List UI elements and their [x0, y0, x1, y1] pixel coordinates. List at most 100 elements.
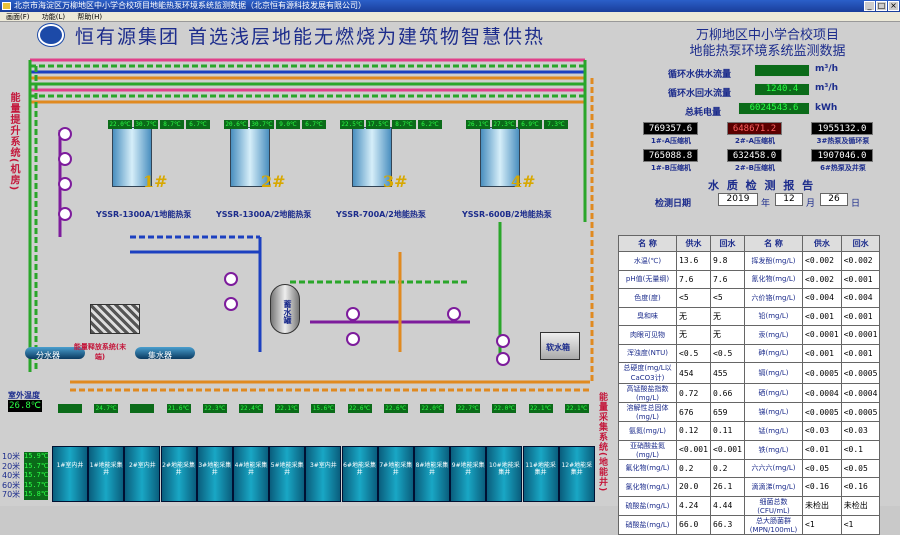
parameter-value: 7.6 — [710, 269, 745, 289]
heatpump-3-t4: 6.2℃ — [418, 120, 442, 129]
heatpump-4-name: YSSR-600B/2地能热泵 — [462, 210, 552, 219]
close-button[interactable]: × — [888, 1, 899, 11]
parameter-value: <0.5 — [710, 343, 745, 363]
menu-help[interactable]: 帮助(H) — [77, 13, 103, 21]
well-body — [233, 446, 269, 502]
parameter-name: 色度(度) — [618, 288, 677, 308]
water-collector-label: 集水器 — [148, 351, 172, 360]
water-collector — [135, 347, 195, 359]
parameter-value: 无 — [676, 306, 711, 326]
circulation-pump-1[interactable] — [58, 127, 72, 141]
parameter-value: <5 — [710, 288, 745, 308]
parameter-name: 氯化物(mg/L) — [618, 477, 677, 497]
parameter-value: 13.6 — [676, 251, 711, 271]
well-body — [486, 446, 523, 502]
parameter-name: 砷(mg/L) — [744, 343, 803, 363]
column-header: 供水 — [676, 235, 711, 252]
softwater-tank — [540, 332, 580, 360]
parameter-name: 氟化物(mg/L) — [618, 458, 677, 478]
circulation-pump-2[interactable] — [58, 152, 72, 166]
parameter-name: 高锰酸盐指数(mg/L) — [618, 383, 677, 403]
parameter-value: 659 — [710, 402, 745, 422]
heatpump-4-t1: 26.1℃ — [466, 120, 490, 129]
column-header: 供水 — [802, 235, 842, 252]
parameter-name: 铁(mg/L) — [744, 439, 803, 460]
outdoor-temp-label: 室外温度 — [8, 391, 40, 400]
heatpump-2-name: YSSR-1300A/2地能热泵 — [216, 210, 312, 219]
parameter-name: 锑(mg/L) — [744, 402, 803, 422]
circulation-pump-3[interactable] — [58, 177, 72, 191]
well-temp: 22.6℃ — [347, 404, 372, 413]
heatpump-3-number: 3# — [383, 172, 408, 191]
well-temp: 22.0℃ — [420, 404, 444, 413]
report-day-unit: 日 — [851, 199, 861, 209]
supply-flow-unit: m³/h — [815, 64, 839, 74]
well-body — [124, 446, 161, 502]
heatpump-3-t3: 8.7℃ — [392, 120, 416, 129]
circulation-pump-4[interactable] — [58, 207, 72, 221]
parameter-value: <0.0005 — [840, 402, 881, 422]
report-date-label: 检测日期 — [655, 199, 692, 209]
softwater-pump-1[interactable] — [224, 272, 238, 286]
well-temp: 22.4℃ — [239, 404, 263, 413]
menu-screen[interactable]: 画面(F) — [6, 13, 30, 21]
parameter-value: 20.0 — [676, 477, 711, 497]
well-body — [269, 446, 306, 502]
water-distributor — [25, 347, 85, 359]
softwater-pump-2[interactable] — [224, 297, 238, 311]
parameter-value: <0.03 — [840, 421, 881, 441]
parameter-name: 亚硝酸盐氮(mg/L) — [618, 439, 677, 460]
parameter-name: 六价铬(mg/L) — [744, 288, 803, 308]
parameter-value: 0.12 — [676, 421, 711, 441]
parameter-value: <0.001 — [802, 343, 842, 363]
parameter-value: 454 — [676, 362, 711, 384]
heatpump-2-body — [230, 127, 270, 187]
report-day: 26 — [820, 193, 848, 206]
parameter-value: <0.002 — [802, 251, 842, 271]
minimize-button[interactable]: _ — [864, 1, 875, 11]
meter-2a-label: 2#-A压缩机 — [734, 137, 776, 145]
report-year: 2019 — [718, 193, 758, 206]
well-label: 1#室内井 — [56, 462, 84, 469]
table-row: 肉眼可见物无无汞(mg/L)<0.0001<0.0001 — [618, 325, 881, 345]
well-temp: 22.1℃ — [275, 404, 300, 413]
heatpump-3-name: YSSR-700A/2地能热泵 — [336, 210, 426, 219]
parameter-name: 铅(mg/L) — [744, 306, 803, 326]
maximize-button[interactable]: □ — [876, 1, 887, 11]
column-header: 回水 — [710, 235, 745, 252]
heat-pump-exch-pump-2[interactable] — [346, 332, 360, 346]
softwater-tank-label: 软水箱 — [546, 343, 570, 352]
depth-value: 15.7℃ — [24, 480, 49, 489]
well-body — [196, 446, 233, 502]
parameter-value: 0.11 — [710, 421, 745, 441]
well-label: 10#地能采集井 — [489, 462, 520, 476]
parameter-value: 0.66 — [710, 383, 745, 403]
makeup-pump-2[interactable] — [496, 352, 510, 366]
well-temp: 22.7℃ — [456, 404, 481, 413]
energy-collect-caption: 能量采集系统(地能井) — [597, 392, 607, 493]
pipe-network — [28, 58, 594, 392]
power-value: 6024543.6 — [738, 102, 810, 115]
well-label: 1#地能采集井 — [89, 462, 123, 476]
makeup-pump-1[interactable] — [496, 334, 510, 348]
heat-pump-exch-pump-1[interactable] — [346, 307, 360, 321]
parameter-name: 挥发酚(mg/L) — [744, 251, 803, 271]
menu-function[interactable]: 功能(L) — [41, 13, 66, 21]
meter-2b: 632458.0 — [727, 149, 782, 162]
heatpump-1-name: YSSR-1300A/1地能热泵 — [96, 210, 192, 219]
depth-value: 15.8℃ — [24, 490, 49, 499]
parameter-value: 无 — [710, 325, 745, 345]
water-makeup-pump[interactable] — [447, 307, 461, 321]
report-month: 12 — [775, 193, 803, 206]
parameter-name: 汞(mg/L) — [744, 325, 803, 345]
depth-label: 20米 — [2, 461, 21, 471]
well-label: 4#地能采集井 — [234, 462, 268, 476]
parameter-value: <0.0001 — [840, 325, 881, 345]
heatpump-4-body — [480, 127, 520, 187]
parameter-value: <0.004 — [840, 288, 881, 308]
parameter-name: 镉(mg/L) — [744, 362, 803, 384]
parameter-name: 臭和味 — [618, 306, 677, 326]
